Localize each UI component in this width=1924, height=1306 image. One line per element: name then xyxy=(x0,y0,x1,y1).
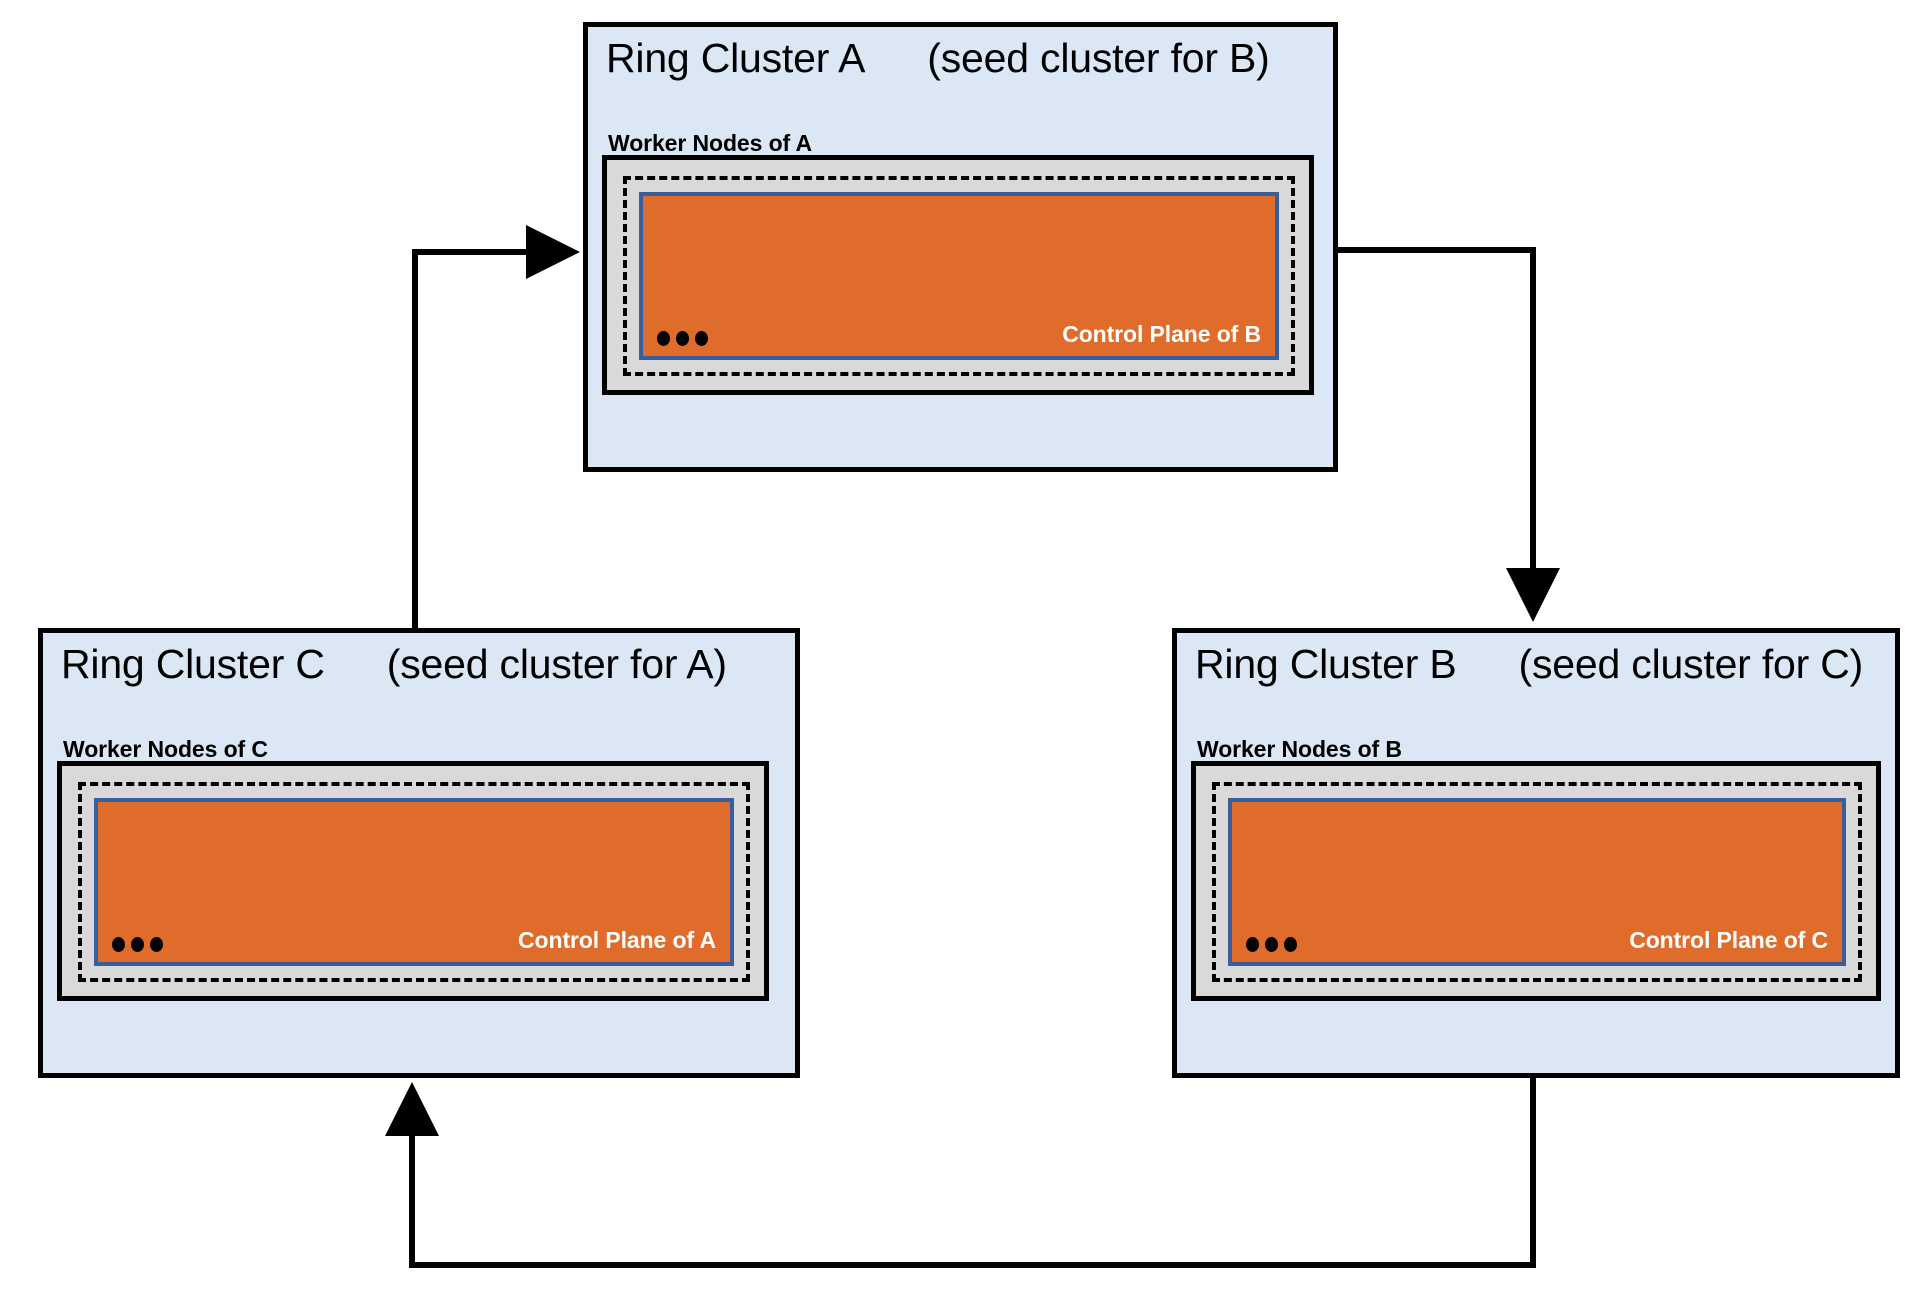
dot-1 xyxy=(1246,937,1259,952)
dot-1 xyxy=(657,331,670,346)
cluster-c-seed-note: (seed cluster for A) xyxy=(386,641,727,687)
cluster-c-dashed-boundary xyxy=(78,782,750,982)
arrow-c-to-a xyxy=(412,225,580,628)
cluster-a-seed-note: (seed cluster for B) xyxy=(927,35,1270,81)
dot-3 xyxy=(695,331,708,346)
cluster-c-worker-box[interactable]: Control Plane of A xyxy=(57,761,769,1001)
cluster-a-control-plane-label: Control Plane of B xyxy=(1062,321,1261,347)
cluster-c-control-plane[interactable]: Control Plane of A xyxy=(94,798,734,966)
dot-3 xyxy=(1284,937,1297,952)
cluster-c-ellipsis-dots xyxy=(112,937,163,952)
cluster-a-title: Ring Cluster A xyxy=(606,35,866,81)
cluster-a-ellipsis-dots xyxy=(657,331,708,346)
cluster-c-header: Ring Cluster C (seed cluster for A) xyxy=(61,641,785,688)
cluster-a[interactable]: Ring Cluster A (seed cluster for B) Work… xyxy=(583,22,1338,472)
cluster-a-worker-box[interactable]: Control Plane of B xyxy=(602,155,1314,395)
dot-2 xyxy=(131,937,144,952)
cluster-b-dashed-boundary xyxy=(1212,782,1862,982)
dot-3 xyxy=(150,937,163,952)
cluster-a-worker-label: Worker Nodes of A xyxy=(608,130,813,156)
cluster-b-title: Ring Cluster B xyxy=(1195,641,1457,687)
arrow-a-to-b xyxy=(1338,247,1560,622)
cluster-c-worker-label: Worker Nodes of C xyxy=(63,736,268,762)
cluster-c-title: Ring Cluster C xyxy=(61,641,325,687)
cluster-c[interactable]: Ring Cluster C (seed cluster for A) Work… xyxy=(38,628,800,1078)
dot-1 xyxy=(112,937,125,952)
cluster-b-worker-label: Worker Nodes of B xyxy=(1197,736,1402,762)
arrow-b-to-c xyxy=(385,1078,1536,1268)
cluster-b-worker-box[interactable]: Control Plane of C xyxy=(1191,761,1881,1001)
cluster-a-dashed-boundary xyxy=(623,176,1295,376)
cluster-a-control-plane[interactable]: Control Plane of B xyxy=(639,192,1279,360)
cluster-b-seed-note: (seed cluster for C) xyxy=(1518,641,1864,687)
dot-2 xyxy=(676,331,689,346)
cluster-b[interactable]: Ring Cluster B (seed cluster for C) Work… xyxy=(1172,628,1900,1078)
cluster-c-control-plane-label: Control Plane of A xyxy=(518,927,716,953)
cluster-b-ellipsis-dots xyxy=(1246,937,1297,952)
cluster-b-control-plane[interactable]: Control Plane of C xyxy=(1228,798,1846,966)
cluster-b-control-plane-label: Control Plane of C xyxy=(1629,927,1828,953)
dot-2 xyxy=(1265,937,1278,952)
cluster-a-header: Ring Cluster A (seed cluster for B) xyxy=(606,35,1323,82)
cluster-b-header: Ring Cluster B (seed cluster for C) xyxy=(1195,641,1885,688)
